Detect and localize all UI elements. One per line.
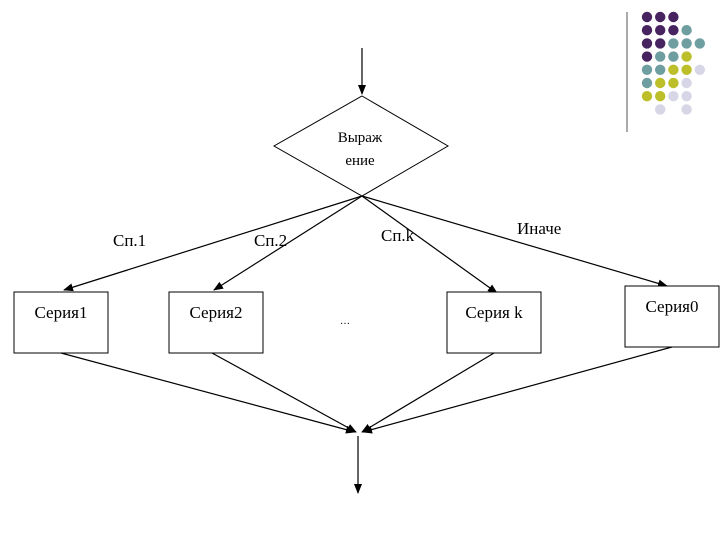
decorative-dot — [655, 77, 666, 89]
decorative-dot — [641, 77, 653, 89]
decorative-dot — [681, 91, 692, 102]
branch-arrow-1 — [63, 195, 363, 292]
series-box-0 — [624, 285, 720, 348]
decorative-dot — [655, 25, 666, 36]
decorative-dot — [655, 11, 666, 23]
decorative-dot — [668, 91, 679, 102]
decorative-dot — [641, 38, 653, 49]
merge-arrow-0 — [362, 346, 673, 434]
decorative-dot — [668, 64, 679, 76]
decorative-dot — [668, 77, 679, 89]
merge-arrow-1 — [60, 352, 356, 434]
decorative-dot — [641, 11, 653, 23]
decorative-dot — [694, 38, 705, 49]
decorative-dot — [668, 38, 679, 49]
branch-label-1: Сп.1 — [113, 231, 146, 250]
decision-text-line2: ение — [345, 153, 375, 169]
decision-diamond — [272, 95, 449, 197]
series-label-0: Серия0 — [645, 297, 698, 316]
branch-arrow-else — [361, 195, 668, 288]
decorative-dot — [641, 25, 653, 36]
decorative-dot — [694, 64, 705, 76]
branch-label-else: Иначе — [517, 219, 561, 238]
decision-text-line1: Выраж — [338, 130, 383, 146]
decorative-dot — [681, 38, 692, 49]
decorative-dot — [641, 91, 653, 102]
decorative-dot — [681, 64, 692, 76]
series-label-1: Серия1 — [34, 303, 87, 322]
decorative-dot — [681, 51, 692, 62]
decorative-dot — [655, 91, 666, 102]
branch-label-k: Сп.k — [381, 226, 415, 245]
decorative-dot — [668, 11, 679, 23]
series-label-k: Серия k — [465, 303, 523, 322]
decorative-dot — [641, 64, 653, 76]
series-box-1 — [13, 291, 109, 354]
decorative-dot — [655, 51, 666, 62]
merge-arrow-k — [361, 352, 495, 433]
branch-arrow-k — [361, 195, 498, 294]
decorative-dot — [681, 25, 692, 36]
decorative-dot — [681, 104, 692, 115]
decorative-dot — [681, 77, 692, 89]
merge-arrow-2 — [211, 352, 357, 433]
decorative-dot — [655, 38, 666, 49]
decorative-dot — [668, 51, 679, 62]
branch-label-2: Сп.2 — [254, 231, 287, 250]
decorative-dot — [641, 51, 653, 62]
decorative-dot — [655, 64, 666, 76]
series-box-2 — [168, 291, 264, 354]
decorative-dot-grid — [641, 11, 705, 115]
decorative-dot — [655, 104, 666, 115]
series-label-2: Серия2 — [189, 303, 242, 322]
series-box-k — [446, 291, 542, 354]
ellipsis: … — [340, 316, 350, 327]
decorative-dot — [668, 25, 679, 36]
branch-arrow-2 — [213, 195, 363, 291]
